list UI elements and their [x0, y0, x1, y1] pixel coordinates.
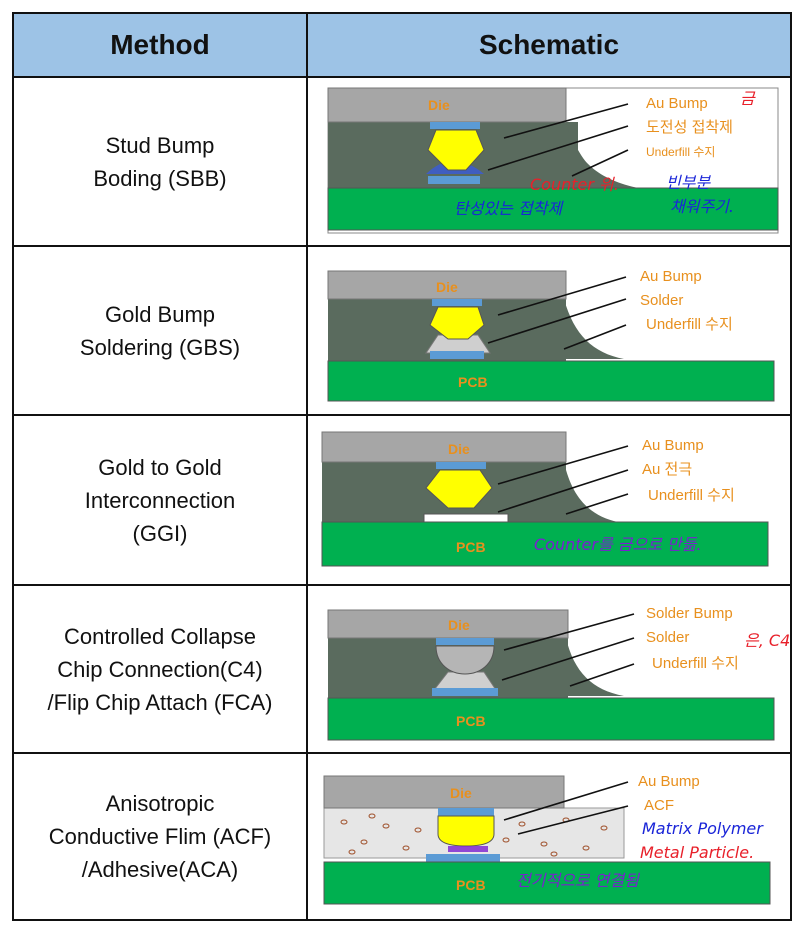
acf-diagram: Die PCB Au Bump ACF Matrix Polymer Metal… — [323, 773, 771, 905]
schematic-c4: Die PCB Solder Bump Solder Underfill 수지 … — [308, 586, 790, 752]
schematic-ggi: Die PCB Au Bump Au 전극 Underfill 수지 Count… — [308, 416, 790, 584]
gbs-label-au-bump: Au Bump — [640, 268, 702, 285]
method-cell-sbb: Stud Bump Boding (SBB) — [93, 132, 227, 191]
ggi-label-au-bump: Au Bump — [642, 437, 704, 454]
sbb-note-adhesive: 탄성있는 접착제 — [454, 199, 564, 218]
method-cell-c4: Controlled Collapse Chip Connection(C4) … — [47, 623, 273, 715]
gbs-pcb-label: PCB — [458, 374, 488, 390]
method-cell-acf: Anisotropic Conductive Flim (ACF) /Adhes… — [48, 791, 272, 882]
acf-note-metal: Metal Particle. — [640, 843, 754, 862]
acf-label-au-bump: Au Bump — [638, 773, 700, 790]
ggi-note-counter: Counter를 금으로 만듦. — [534, 535, 702, 554]
sbb-note-fill2: 채워주기. — [670, 197, 734, 216]
sbb-note-gold: 금 — [740, 89, 756, 108]
acf-pcb-label: PCB — [456, 877, 486, 893]
row-ggi: Gold to Gold Interconnection (GGI) Die P… — [14, 416, 790, 586]
ggi-label-au-electrode: Au 전극 — [642, 461, 692, 478]
schematic-acf: Die PCB Au Bump ACF Matrix Polymer Metal… — [308, 754, 790, 919]
gbs-label-underfill: Underfill 수지 — [646, 316, 733, 333]
table-header: Method Schematic — [14, 14, 790, 78]
gbs-label-solder: Solder — [640, 292, 683, 309]
row-acf: Anisotropic Conductive Flim (ACF) /Adhes… — [14, 754, 790, 919]
sbb-die-label: Die — [428, 97, 450, 113]
sbb-note-counter: Counter 위. — [530, 175, 619, 194]
sbb-diagram: Die Au Bump 도전성 접착제 Underfill 수지 금 — [327, 87, 779, 234]
ggi-pcb-label: PCB — [456, 539, 486, 555]
row-sbb: Stud Bump Boding (SBB) Die — [14, 78, 790, 247]
gbs-die-label: Die — [436, 279, 458, 295]
method-header: Method — [110, 29, 210, 60]
c4-label-solder-bump: Solder Bump — [646, 605, 733, 622]
c4-note: 은, C4 — [744, 631, 790, 650]
c4-diagram: Die PCB Solder Bump Solder Underfill 수지 … — [327, 605, 790, 741]
ggi-label-underfill: Underfill 수지 — [648, 487, 735, 504]
c4-label-underfill: Underfill 수지 — [652, 655, 739, 672]
ggi-diagram: Die PCB Au Bump Au 전극 Underfill 수지 Count… — [321, 431, 769, 567]
sbb-label-au-bump: Au Bump — [646, 95, 708, 112]
schematic-header: Schematic — [478, 29, 620, 60]
method-cell-gbs: Gold Bump Soldering (GBS) — [79, 301, 241, 360]
comparison-table: Method Schematic Stud Bump Boding (SBB) … — [12, 12, 792, 921]
c4-die-label: Die — [448, 617, 470, 633]
sbb-label-underfill: Underfill 수지 — [646, 145, 715, 159]
acf-note-matrix: Matrix Polymer — [642, 819, 764, 838]
method-cell-ggi: Gold to Gold Interconnection (GGI) — [84, 454, 236, 546]
acf-die-label: Die — [450, 785, 472, 801]
acf-label-acf: ACF — [644, 797, 674, 814]
schematic-sbb: Die Au Bump 도전성 접착제 Underfill 수지 금 — [308, 78, 790, 245]
c4-label-solder: Solder — [646, 629, 689, 646]
acf-note-connected: 전기적으로 연결됨 — [516, 871, 640, 890]
ggi-die-label: Die — [448, 441, 470, 457]
c4-pcb-label: PCB — [456, 713, 486, 729]
row-gbs: Gold Bump Soldering (GBS) Die PCB Au Bum… — [14, 247, 790, 416]
schematic-gbs: Die PCB Au Bump Solder Underfill 수지 — [308, 247, 790, 414]
gbs-diagram: Die PCB Au Bump Solder Underfill 수지 — [327, 268, 775, 402]
column-divider — [306, 14, 308, 919]
sbb-note-fill: 빈부분 — [666, 173, 711, 192]
row-c4: Controlled Collapse Chip Connection(C4) … — [14, 586, 790, 754]
sbb-label-conductive-adhesive: 도전성 접착제 — [646, 119, 733, 136]
